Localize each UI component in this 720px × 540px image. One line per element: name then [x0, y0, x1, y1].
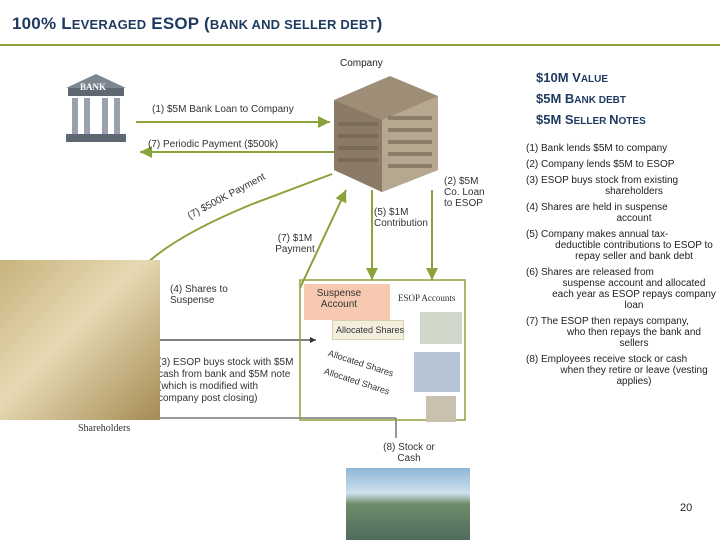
stock-cash-label: (8) Stock or Cash [383, 442, 435, 464]
note-item: (5) Company makes annual tax-deductible … [526, 229, 713, 262]
co-loan-label: (2) $5M Co. Loan to ESOP [444, 176, 485, 209]
company-label: Company [340, 58, 383, 69]
suspense-account [304, 284, 390, 320]
lake-chairs-image [346, 468, 470, 540]
step-notes: (1) Bank lends $5M to company (2) Compan… [526, 143, 716, 392]
suspense-account-label: Suspense Account [316, 288, 362, 310]
deal-summary: $10M VALUE $5M BANK DEBT $5M SELLER NOTE… [536, 70, 646, 127]
note-item: (1) Bank lends $5M to company [526, 143, 668, 154]
allocated-shares-box [332, 320, 404, 340]
shareholders-label: Shareholders [78, 423, 131, 434]
slide-title: 100% LEVERAGED ESOP (BANK AND SELLER DEB… [12, 14, 383, 33]
esop-payment-label: (7) $1M Payment [275, 233, 315, 255]
bank-sign: BANK [80, 82, 107, 92]
esop-account-frame [299, 279, 466, 421]
esop-accounts-title: ESOP Accounts [398, 293, 456, 303]
page-number: 20 [680, 502, 693, 514]
bank-loan-label: (1) $5M Bank Loan to Company [152, 104, 294, 115]
shares-suspense-label: (4) Shares to Suspense [170, 284, 228, 306]
note-item: (2) Company lends $5M to ESOP [526, 159, 675, 170]
employee-photo [426, 396, 456, 422]
bank-icon [66, 74, 126, 142]
contribution-label: (5) $1M Contribution [374, 207, 428, 229]
stock-purchase-label: (3) ESOP buys stock with $5M cash from b… [158, 357, 294, 404]
note-item: (7) The ESOP then repays company,who the… [526, 316, 701, 349]
office-building-icon [334, 76, 438, 192]
esop-payment-arrow [299, 189, 347, 289]
employee-photo [420, 312, 462, 344]
periodic-payment-label: (7) Periodic Payment ($500k) [148, 139, 279, 150]
stock-certificate-image [0, 260, 160, 420]
allocated-shares-label: Allocated Shares [336, 325, 405, 335]
title-divider [0, 44, 720, 46]
employee-photo [414, 352, 460, 392]
